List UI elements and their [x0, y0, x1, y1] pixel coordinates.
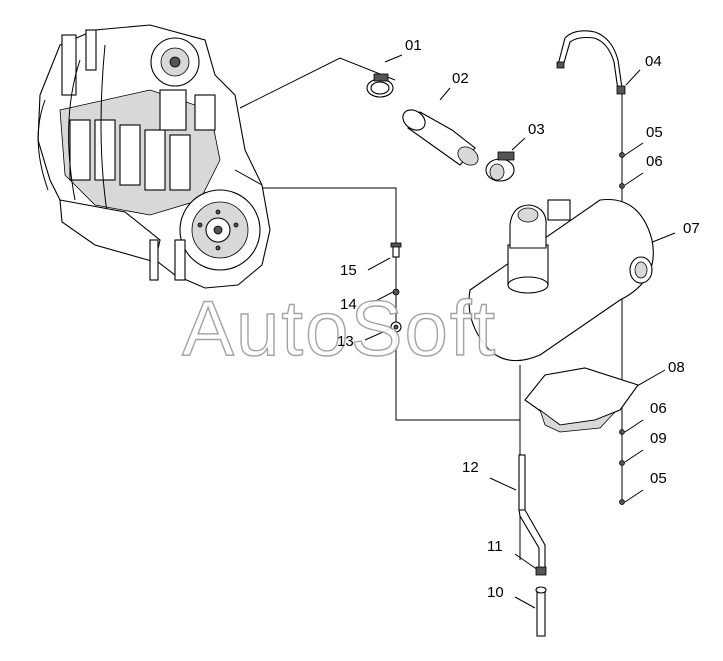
callout-04: 04 — [645, 53, 662, 70]
callout-05-lower: 05 — [650, 470, 667, 487]
engine-assembly — [37, 24, 271, 289]
band-clamp-part — [485, 151, 515, 182]
callout-01: 01 — [405, 37, 422, 54]
callout-13: 13 — [337, 333, 354, 350]
callout-06-upper: 06 — [646, 153, 663, 170]
tailpipe-tube-part — [556, 30, 626, 95]
callout-11: 11 — [487, 538, 503, 555]
muffler-part — [468, 198, 654, 362]
callout-10: 10 — [487, 584, 504, 601]
callout-12: 12 — [462, 459, 479, 476]
heat-shield-part — [524, 367, 639, 433]
callout-09: 09 — [650, 430, 667, 447]
fasteners — [390, 152, 625, 505]
callout-15: 15 — [340, 262, 357, 279]
exhaust-pipe-part — [402, 109, 479, 166]
callout-02: 02 — [452, 70, 469, 87]
watermark-text: AutoSoft — [182, 284, 497, 372]
callout-08: 08 — [668, 359, 685, 376]
callout-14: 14 — [340, 296, 357, 313]
downpipe-assembly-part — [518, 454, 547, 637]
callout-03: 03 — [528, 121, 545, 138]
callout-07: 07 — [683, 220, 700, 237]
callout-06-lower: 06 — [650, 400, 667, 417]
callout-05-upper: 05 — [646, 124, 663, 141]
hose-clamp-part — [366, 73, 394, 98]
